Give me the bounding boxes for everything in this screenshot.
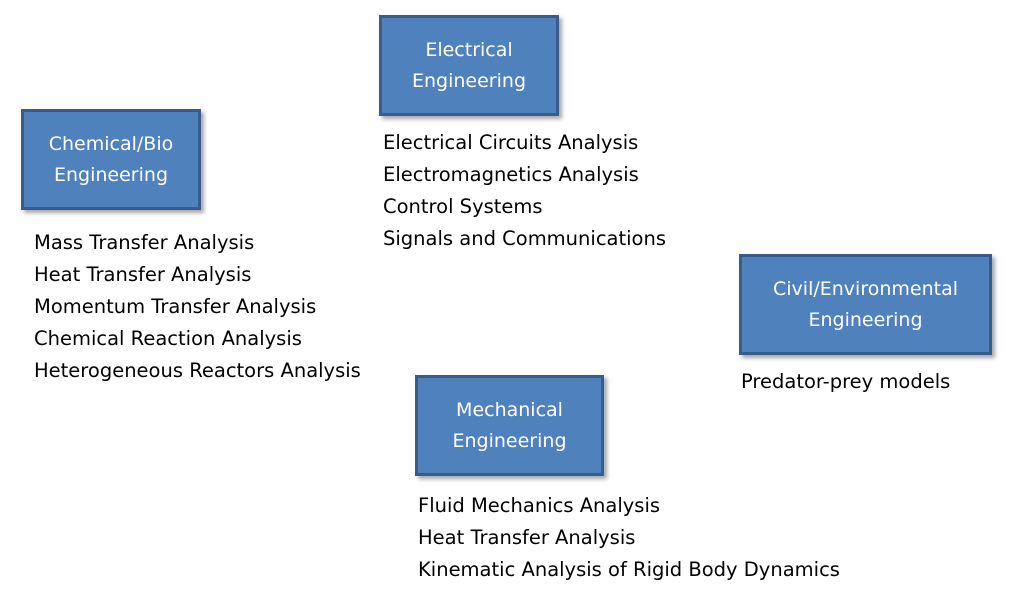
mechanical-engineering-topics: Fluid Mechanics Analysis Heat Transfer A…	[418, 490, 840, 586]
list-item: Chemical Reaction Analysis	[34, 327, 302, 350]
civil-environmental-engineering-title-line2: Engineering	[808, 308, 923, 331]
chemical-bio-engineering-topics: Mass Transfer Analysis Heat Transfer Ana…	[34, 227, 361, 387]
list-item: Control Systems	[383, 195, 543, 218]
chemical-bio-engineering-title-line1: Chemical/Bio	[48, 132, 174, 155]
civil-environmental-engineering-title-line1: Civil/Environmental	[773, 277, 958, 300]
list-item: Electrical Circuits Analysis	[383, 131, 639, 154]
civil-environmental-engineering-topics: Predator-prey models	[741, 366, 950, 398]
civil-environmental-engineering-box: Civil/Environmental Engineering	[739, 254, 992, 355]
electrical-engineering-title-line1: Electrical	[425, 38, 513, 61]
list-item: Signals and Communications	[383, 227, 666, 250]
list-item: Kinematic Analysis of Rigid Body Dynamic…	[418, 558, 840, 581]
list-item: Heat Transfer Analysis	[418, 526, 636, 549]
electrical-engineering-box: Electrical Engineering	[379, 15, 559, 116]
mechanical-engineering-box: Mechanical Engineering	[415, 375, 604, 476]
mechanical-engineering-title-line2: Engineering	[452, 429, 567, 452]
list-item: Predator-prey models	[741, 370, 951, 393]
mechanical-engineering-title-line1: Mechanical	[456, 398, 563, 421]
electrical-engineering-topics: Electrical Circuits Analysis Electromagn…	[383, 127, 666, 255]
list-item: Momentum Transfer Analysis	[34, 295, 317, 318]
list-item: Electromagnetics Analysis	[383, 163, 639, 186]
list-item: Heat Transfer Analysis	[34, 263, 252, 286]
electrical-engineering-title-line2: Engineering	[412, 69, 526, 92]
list-item: Fluid Mechanics Analysis	[418, 494, 661, 517]
list-item: Mass Transfer Analysis	[34, 231, 255, 254]
chemical-bio-engineering-title-line2: Engineering	[54, 163, 168, 186]
list-item: Heterogeneous Reactors Analysis	[34, 359, 361, 382]
chemical-bio-engineering-box: Chemical/Bio Engineering	[21, 109, 201, 210]
